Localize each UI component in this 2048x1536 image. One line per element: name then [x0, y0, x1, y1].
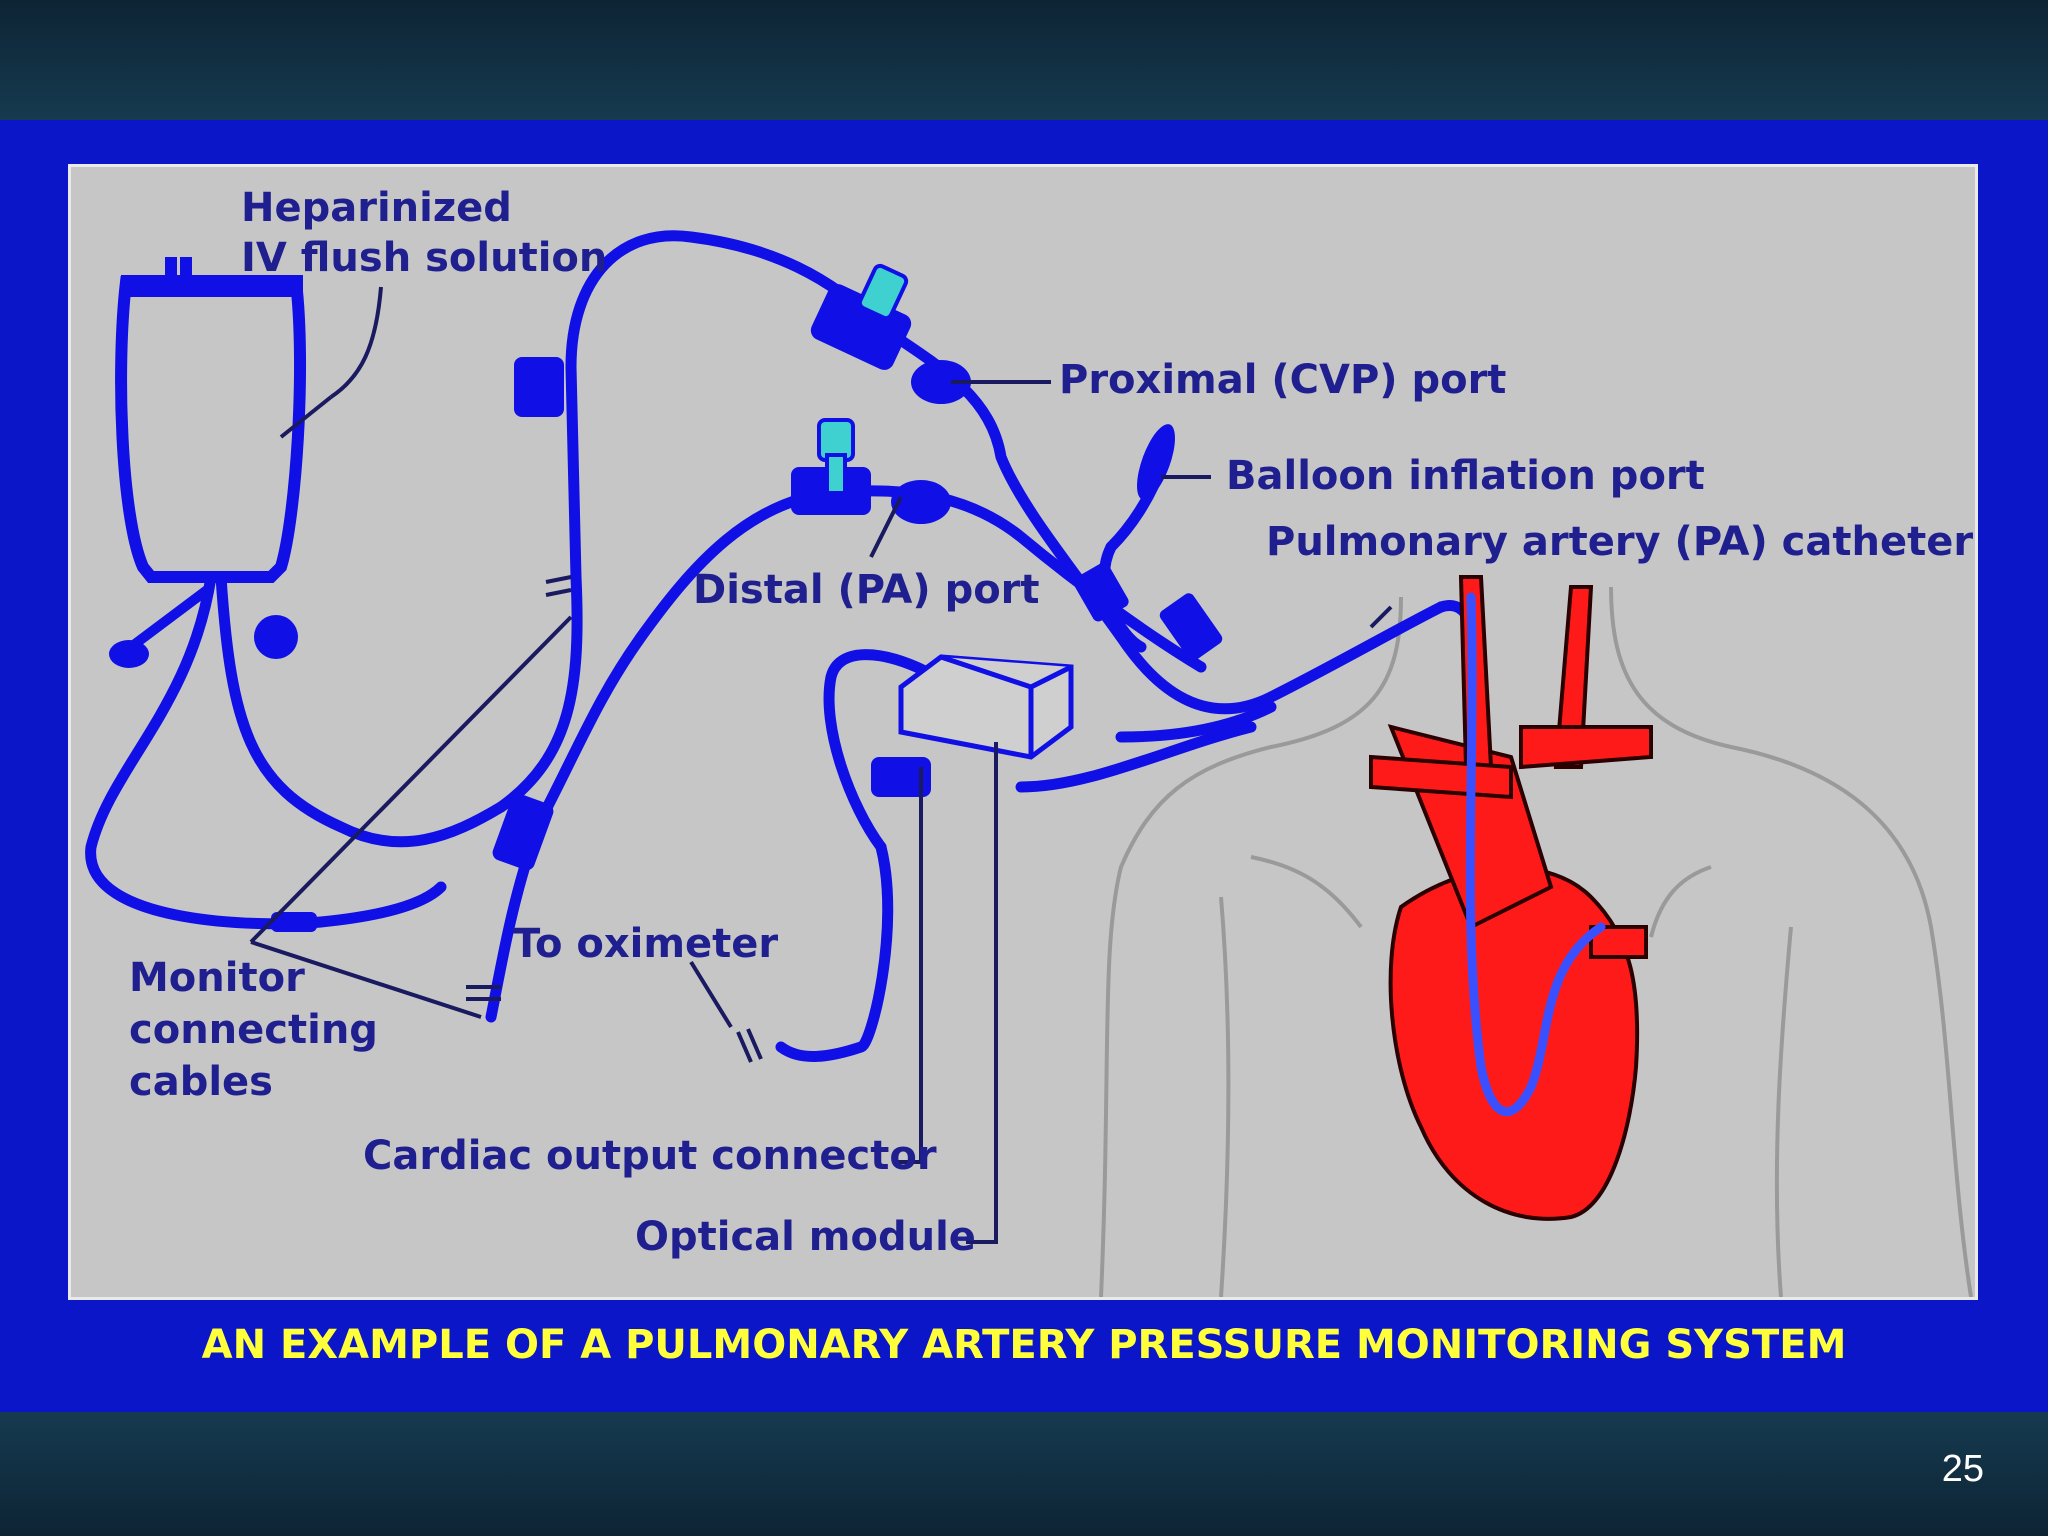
label-monitor-line-1: Monitor — [129, 955, 305, 1001]
label-heparinized: Heparinized — [241, 185, 512, 231]
slide-caption: AN EXAMPLE OF A PULMONARY ARTERY PRESSUR… — [201, 1322, 1847, 1368]
iv-bag-icon — [115, 257, 307, 583]
body-outline — [1099, 586, 1973, 1297]
diagram-svg — [85, 230, 1973, 1297]
label-to-oximeter: To oximeter — [513, 921, 779, 967]
label-cardiac-output: Cardiac output connector — [363, 1133, 937, 1179]
label-distal-port: Distal (PA) port — [693, 567, 1040, 613]
label-proximal-port: Proximal (CVP) port — [1059, 357, 1507, 403]
heart-icon — [1369, 575, 1653, 1221]
diagram-panel: Heparinized IV flush solution Proximal (… — [68, 164, 1978, 1300]
catheter-tubing — [85, 230, 1481, 1062]
leader-lines — [249, 380, 1393, 1244]
bottom-bar — [0, 1412, 2048, 1536]
label-monitor-line-3: cables — [129, 1059, 273, 1105]
label-optical-module: Optical module — [635, 1214, 976, 1260]
label-iv-flush: IV flush solution — [241, 235, 608, 281]
slide-number: 25 — [1941, 1448, 1984, 1490]
optical-module-box — [898, 654, 1074, 760]
connectors — [271, 284, 1223, 932]
catheter-in-heart — [1465, 592, 1606, 1116]
label-balloon-port: Balloon inflation port — [1226, 453, 1705, 499]
stopcock-valves — [817, 263, 909, 495]
label-monitor-line-2: connecting — [129, 1007, 378, 1053]
top-bar — [0, 0, 2048, 120]
label-pa-catheter: Pulmonary artery (PA) catheter — [1266, 519, 1974, 565]
